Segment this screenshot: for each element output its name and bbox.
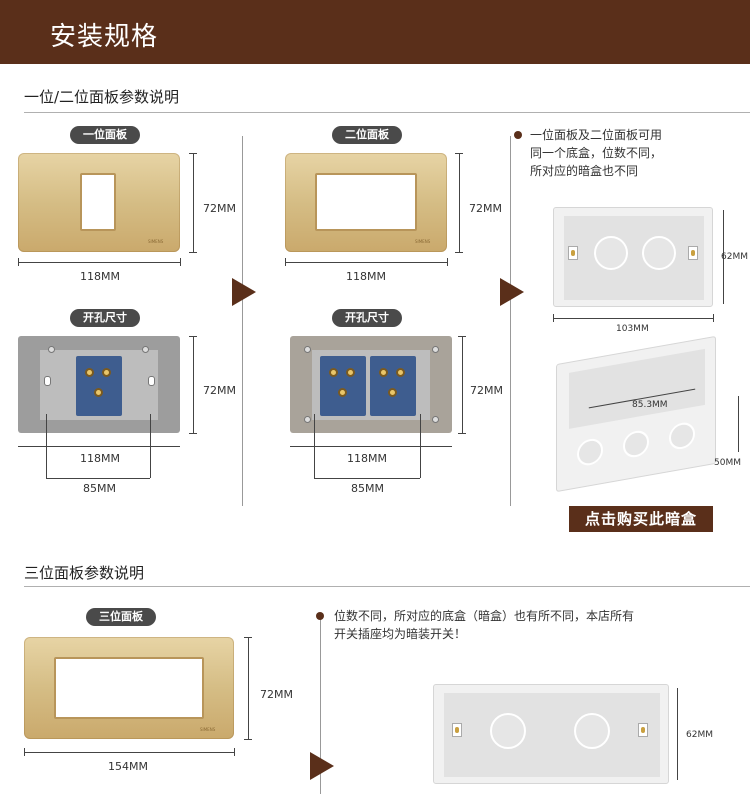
page-title: 安装规格 bbox=[50, 22, 159, 52]
column-divider-3 bbox=[320, 614, 321, 794]
section1-divider bbox=[24, 112, 750, 113]
triple-width-line bbox=[24, 752, 234, 753]
section2-divider bbox=[24, 586, 750, 587]
arrow-right-icon bbox=[500, 278, 524, 306]
box-width-dim: 103MM bbox=[616, 324, 649, 334]
tick bbox=[244, 739, 252, 740]
hole-left-line bbox=[314, 414, 315, 478]
triple-panel-image: SIMENS bbox=[24, 637, 234, 739]
single-cutout-height-dim: 72MM bbox=[203, 384, 236, 397]
cutout-width-line bbox=[18, 446, 180, 447]
hole-right-line bbox=[420, 414, 421, 478]
brand-mark: SIMENS bbox=[200, 727, 216, 732]
single-panel-image: SIMENS bbox=[18, 153, 180, 252]
box-height-line bbox=[723, 210, 724, 304]
double-hole-dim: 85MM bbox=[351, 482, 384, 495]
double-height-dim: 72MM bbox=[469, 202, 502, 215]
triple-box-height-line bbox=[677, 688, 678, 780]
tick bbox=[458, 433, 466, 434]
column-divider-2 bbox=[510, 136, 511, 506]
buy-backbox-button[interactable]: 点击购买此暗盒 bbox=[569, 506, 713, 532]
tick bbox=[189, 252, 197, 253]
single-cutout-tag: 开孔尺寸 bbox=[70, 309, 140, 327]
tick bbox=[189, 336, 197, 337]
tick bbox=[24, 748, 25, 756]
triple-width-dim: 154MM bbox=[108, 760, 148, 773]
double-cutout-width-dim: 118MM bbox=[347, 452, 387, 465]
arrow-right-icon bbox=[232, 278, 256, 306]
double-cutout-tag: 开孔尺寸 bbox=[332, 309, 402, 327]
single-width-line bbox=[18, 262, 180, 263]
section1-title: 一位/二位面板参数说明 bbox=[24, 88, 180, 106]
double-panel-window bbox=[315, 173, 417, 231]
brand-mark: SIMENS bbox=[148, 239, 164, 244]
triple-box-height-dim: 62MM bbox=[686, 730, 713, 740]
tick bbox=[18, 258, 19, 266]
single-panel-tag: 一位面板 bbox=[70, 126, 140, 144]
box-depth-line bbox=[738, 396, 739, 452]
tick bbox=[234, 748, 235, 756]
double-width-line bbox=[285, 262, 447, 263]
box-height-dim: 62MM bbox=[721, 252, 748, 262]
backbox-perspective-image bbox=[556, 335, 716, 493]
tick bbox=[189, 153, 197, 154]
tick bbox=[447, 258, 448, 266]
column-divider-1 bbox=[242, 136, 243, 506]
single-height-line bbox=[193, 153, 194, 252]
triple-panel-tag: 三位面板 bbox=[86, 608, 156, 626]
double-panel-image: SIMENS bbox=[285, 153, 447, 252]
single-hole-dim: 85MM bbox=[83, 482, 116, 495]
tick bbox=[455, 252, 463, 253]
double-cutout-height-dim: 72MM bbox=[470, 384, 503, 397]
tick bbox=[458, 336, 466, 337]
double-cutout-image bbox=[290, 336, 452, 433]
tick bbox=[553, 314, 554, 322]
single-height-dim: 72MM bbox=[203, 202, 236, 215]
triple-height-dim: 72MM bbox=[260, 688, 293, 701]
hole-right-line bbox=[150, 414, 151, 478]
double-panel-tag: 二位面板 bbox=[332, 126, 402, 144]
section2-note: 位数不同，所对应的底盒（暗盒）也有所不同，本店所有 开关插座均为暗装开关！ bbox=[334, 609, 635, 641]
cutout-width-line bbox=[290, 446, 452, 447]
hole-width-line bbox=[46, 478, 150, 479]
arrow-right-icon bbox=[310, 752, 334, 780]
triple-backbox-image bbox=[433, 684, 669, 784]
box-width-line bbox=[553, 318, 713, 319]
hole-left-line bbox=[46, 414, 47, 478]
box-inner-dim: 85.3MM bbox=[632, 400, 668, 410]
single-cutout-image bbox=[18, 336, 180, 433]
box-depth-dim: 50MM bbox=[714, 458, 741, 468]
triple-height-line bbox=[248, 637, 249, 739]
bullet-icon bbox=[514, 131, 522, 139]
tick bbox=[180, 258, 181, 266]
tick bbox=[244, 637, 252, 638]
bullet-icon bbox=[316, 612, 324, 620]
double-width-dim: 118MM bbox=[346, 270, 386, 283]
single-socket-module bbox=[76, 356, 122, 416]
section2-title: 三位面板参数说明 bbox=[24, 564, 145, 582]
double-socket-module-left bbox=[320, 356, 366, 416]
triple-panel-window bbox=[54, 657, 204, 719]
cutout-height-line bbox=[193, 336, 194, 433]
brand-mark: SIMENS bbox=[415, 239, 431, 244]
single-panel-window bbox=[80, 173, 116, 231]
cutout-height-line bbox=[462, 336, 463, 433]
backbox-front-image bbox=[553, 207, 713, 307]
single-cutout-width-dim: 118MM bbox=[80, 452, 120, 465]
tick bbox=[285, 258, 286, 266]
tick bbox=[713, 314, 714, 322]
double-socket-module-right bbox=[370, 356, 416, 416]
tick bbox=[189, 433, 197, 434]
header-bar bbox=[0, 0, 750, 64]
tick bbox=[455, 153, 463, 154]
hole-width-line bbox=[314, 478, 420, 479]
double-height-line bbox=[459, 153, 460, 252]
section1-note: 一位面板及二位面板可用 同一个底盒，位数不同， 所对应的暗盒也不同 bbox=[530, 128, 663, 178]
single-width-dim: 118MM bbox=[80, 270, 120, 283]
